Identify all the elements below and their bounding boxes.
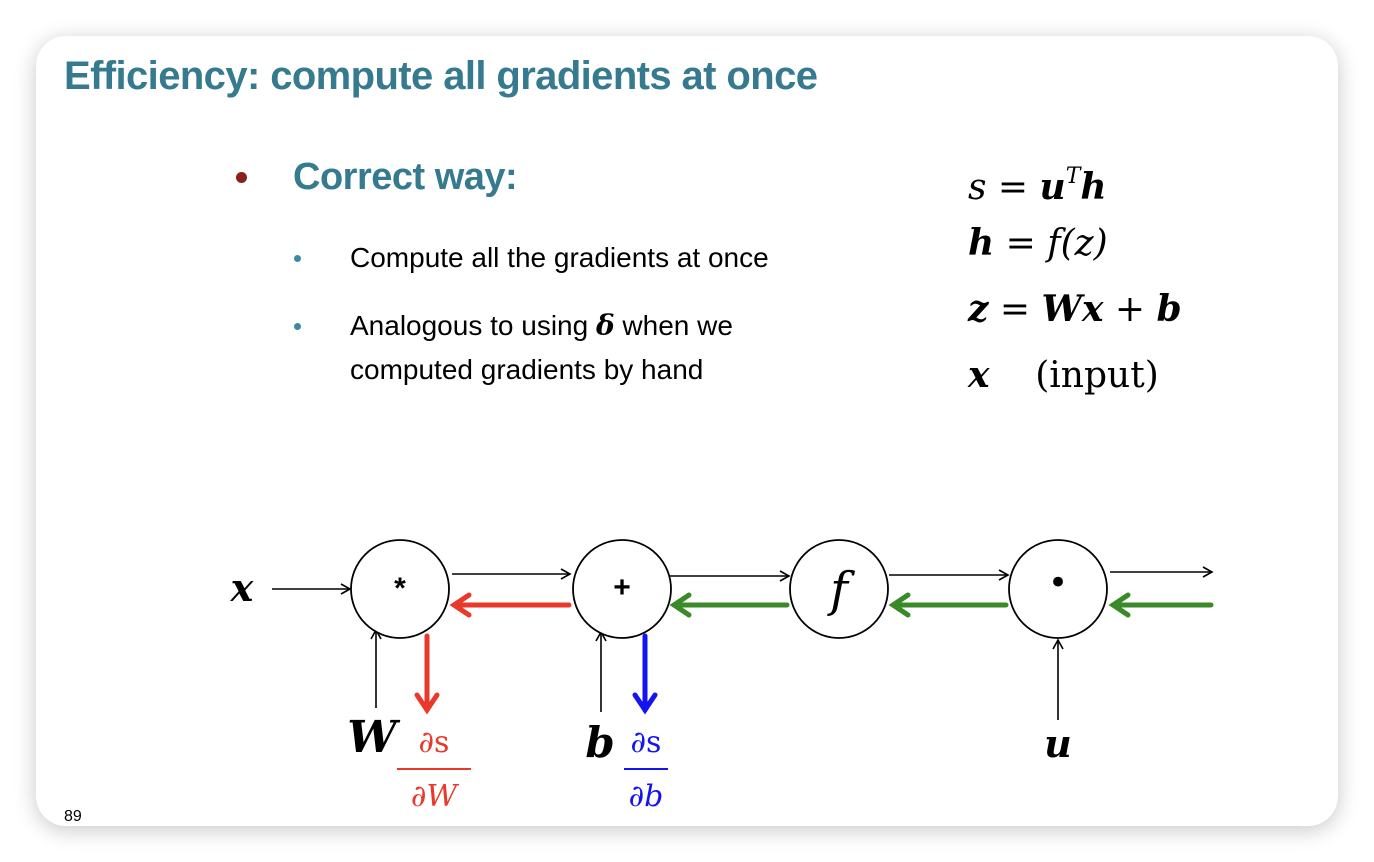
eq-note: (input) (1035, 355, 1159, 396)
node-multiply-label: * (394, 572, 406, 605)
gradient-arrow-W (414, 633, 440, 715)
eq-lhs: x (968, 354, 990, 396)
sub-bullet-dot-icon (294, 323, 301, 330)
gradient-arrow-b (632, 633, 658, 715)
eq-plus: + (1103, 289, 1157, 330)
input-x-label: x (230, 565, 255, 610)
equation-h: h = f(z) (968, 210, 1182, 276)
main-bullet: Correct way: (236, 156, 518, 199)
input-b-label: b (585, 718, 614, 767)
sub-bullet-2-before: Analogous to using (350, 310, 596, 341)
sub-bullet-dot-icon (294, 255, 301, 262)
backward-arrow-f-to-add (669, 592, 790, 618)
gradient-dsdb: ∂s ∂b (624, 725, 668, 814)
node-add-label: + (613, 571, 631, 604)
slide: Efficiency: compute all gradients at onc… (36, 36, 1338, 826)
page-number: 89 (64, 808, 82, 825)
eq-b: b (1156, 288, 1182, 330)
eq-transpose: T (1065, 164, 1081, 189)
eq-lhs: z (968, 288, 989, 330)
input-u-label: u (1044, 721, 1072, 766)
node-dot-label: • (1048, 563, 1068, 603)
delta-symbol: δ (595, 309, 615, 342)
equation-z: z = Wx + b (968, 276, 1182, 342)
sub-bullet-2: Analogous to using δ when we computed gr… (294, 304, 854, 392)
gradient-dsdb-denominator: ∂b (629, 779, 664, 814)
eq-x: x (1081, 288, 1104, 330)
eq-lhs: s (968, 167, 987, 208)
backward-arrow-out-to-dot (1108, 592, 1214, 618)
eq-rel: = (988, 289, 1042, 330)
node-multiply: * (350, 539, 450, 639)
sub-bullet-2-text: Analogous to using δ when we computed gr… (350, 304, 854, 392)
eq-rel: = (994, 223, 1048, 264)
node-add: + (572, 539, 672, 639)
equations: s = uTh h = f(z) z = Wx + b x (input) (968, 144, 1182, 408)
node-f: f (789, 539, 889, 639)
sub-bullet-1: Compute all the gradients at once (294, 236, 769, 280)
backward-arrow-dot-to-f (888, 592, 1009, 618)
gradient-dsdW: ∂s ∂W (397, 725, 471, 814)
node-dot: • (1008, 539, 1108, 639)
eq-h: h (1080, 166, 1107, 208)
input-W-label: W (347, 712, 401, 763)
eq-u: u (1039, 166, 1066, 208)
gradient-dsdb-numerator: ∂s (631, 725, 662, 760)
gradient-dsdW-denominator: ∂W (411, 779, 460, 814)
eq-W: W (1041, 288, 1082, 330)
equation-x: x (input) (968, 342, 1182, 408)
eq-rel: = (986, 167, 1040, 208)
eq-rhs: f(z) (1047, 223, 1108, 264)
sub-bullet-1-text: Compute all the gradients at once (350, 242, 769, 273)
main-bullet-text: Correct way: (293, 156, 518, 198)
slide-title: Efficiency: compute all gradients at onc… (64, 54, 818, 98)
eq-lhs: h (968, 222, 995, 264)
gradient-dsdW-numerator: ∂s (419, 725, 450, 760)
bullet-dot-icon (236, 172, 247, 183)
backward-arrow-add-to-mul (449, 592, 572, 618)
sub-bullet-2-after: when we computed gradients by hand (350, 310, 733, 385)
equation-s: s = uTh (968, 144, 1182, 210)
